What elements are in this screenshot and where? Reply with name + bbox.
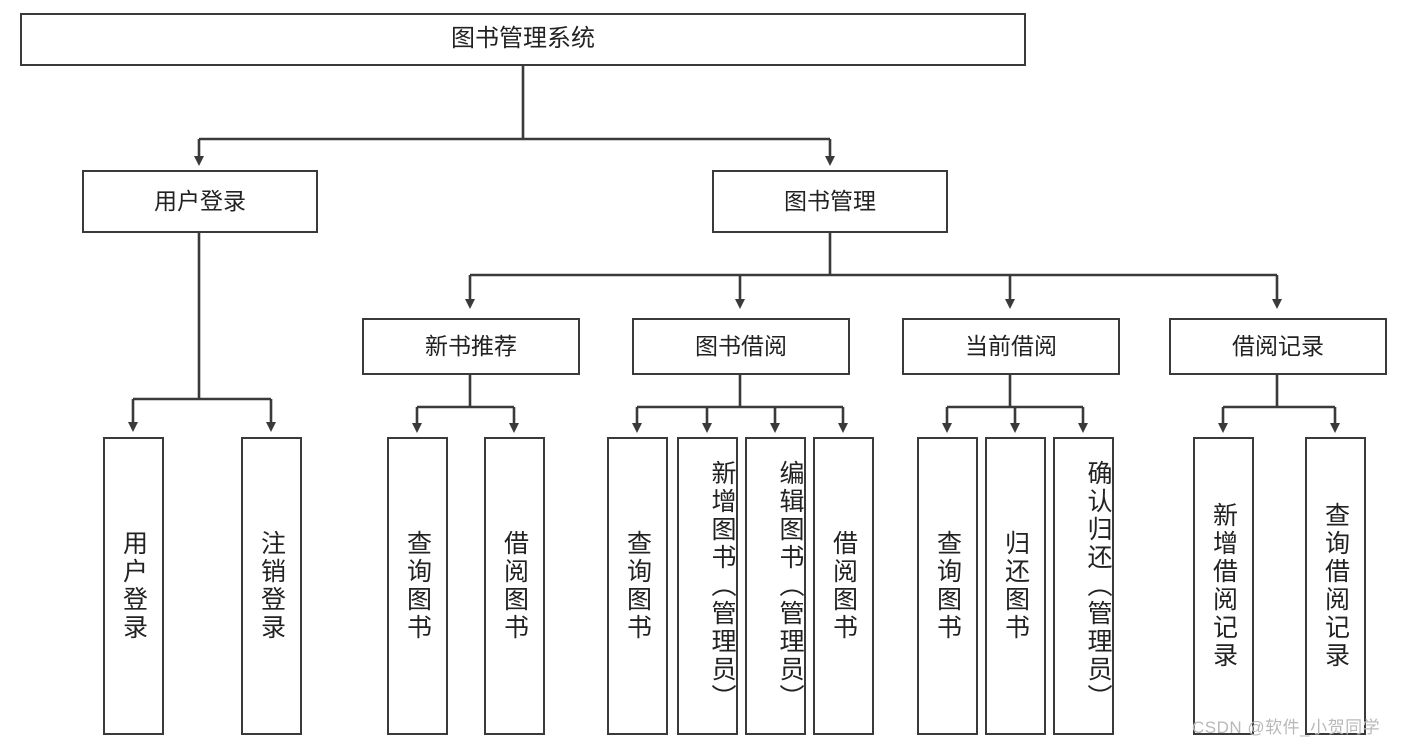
node-label: 查询图书 xyxy=(403,530,432,642)
node-borrow-records[interactable]: 借阅记录 xyxy=(1169,318,1387,375)
node-label: 当前借阅 xyxy=(965,332,1057,359)
node-label: 新增借阅记录 xyxy=(1209,502,1238,670)
node-current-borrowing[interactable]: 当前借阅 xyxy=(902,318,1120,375)
leaf-borrow-books[interactable]: 借阅图书 xyxy=(813,437,874,735)
node-label: 查询借阅记录 xyxy=(1321,502,1350,670)
leaf-return-books[interactable]: 归还图书 xyxy=(985,437,1046,735)
leaf-confirm-return-admin[interactable]: 确认归还（管理员） xyxy=(1053,437,1114,735)
leaf-query-books-borrow[interactable]: 查询图书 xyxy=(607,437,668,735)
node-new-book-recommendation[interactable]: 新书推荐 xyxy=(362,318,580,375)
node-label: 查询图书 xyxy=(933,530,962,642)
node-root[interactable]: 图书管理系统 xyxy=(20,13,1026,66)
leaf-query-borrow-record[interactable]: 查询借阅记录 xyxy=(1305,437,1366,735)
node-label: 图书借阅 xyxy=(695,332,787,359)
node-book-borrowing[interactable]: 图书借阅 xyxy=(632,318,850,375)
node-user-login[interactable]: 用户登录 xyxy=(82,170,318,233)
leaf-add-borrow-record[interactable]: 新增借阅记录 xyxy=(1193,437,1254,735)
node-label: 借阅记录 xyxy=(1232,332,1324,359)
node-label: 新增图书（管理员） xyxy=(708,460,736,712)
leaf-edit-book-admin[interactable]: 编辑图书（管理员） xyxy=(745,437,806,735)
node-label: 编辑图书（管理员） xyxy=(776,460,804,712)
leaf-borrow-books-recommend[interactable]: 借阅图书 xyxy=(484,437,545,735)
leaf-add-book-admin[interactable]: 新增图书（管理员） xyxy=(677,437,738,735)
node-label: 查询图书 xyxy=(623,530,652,642)
node-label: 借阅图书 xyxy=(829,530,858,642)
node-label: 图书管理 xyxy=(784,187,876,214)
leaf-query-books-current[interactable]: 查询图书 xyxy=(917,437,978,735)
node-book-management[interactable]: 图书管理 xyxy=(712,170,948,233)
node-label: 注销登录 xyxy=(257,530,286,642)
leaf-query-books-recommend[interactable]: 查询图书 xyxy=(387,437,448,735)
node-label: 借阅图书 xyxy=(500,530,529,642)
watermark: CSDN @软件_小贺同学 xyxy=(1192,718,1381,737)
node-label: 用户登录 xyxy=(154,187,246,214)
node-label: 用户登录 xyxy=(119,530,148,642)
node-label: 图书管理系统 xyxy=(451,25,595,53)
node-label: 确认归还（管理员） xyxy=(1084,460,1112,712)
node-label: 新书推荐 xyxy=(425,332,517,359)
node-label: 归还图书 xyxy=(1001,530,1030,642)
leaf-user-login[interactable]: 用户登录 xyxy=(103,437,164,735)
leaf-logout[interactable]: 注销登录 xyxy=(241,437,302,735)
